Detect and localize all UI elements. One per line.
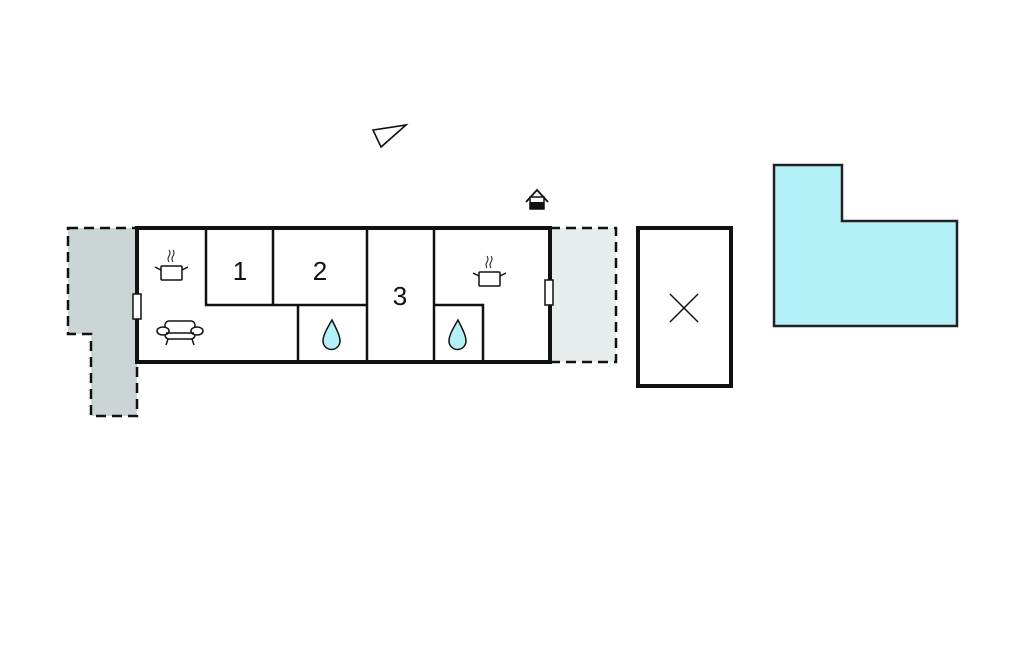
garage-x-icon bbox=[669, 293, 699, 323]
house-outline bbox=[135, 226, 552, 364]
sofa-icon bbox=[156, 320, 204, 346]
kitchen-pot-icon bbox=[472, 255, 507, 287]
terrace-right bbox=[548, 226, 618, 364]
kitchen-pot-icon bbox=[154, 249, 189, 281]
door-right bbox=[544, 279, 554, 306]
entrance-house-icon bbox=[525, 188, 549, 210]
compass-icon bbox=[371, 123, 409, 149]
water-drop-icon bbox=[448, 318, 467, 351]
door-left bbox=[132, 293, 142, 320]
room-label-3: 3 bbox=[393, 281, 407, 311]
room-label-2: 2 bbox=[313, 256, 327, 286]
terrace-left bbox=[66, 226, 139, 418]
internal-walls bbox=[204, 228, 485, 362]
room-label-1: 1 bbox=[233, 256, 247, 286]
water-drop-icon bbox=[322, 318, 341, 351]
pool bbox=[772, 163, 959, 328]
